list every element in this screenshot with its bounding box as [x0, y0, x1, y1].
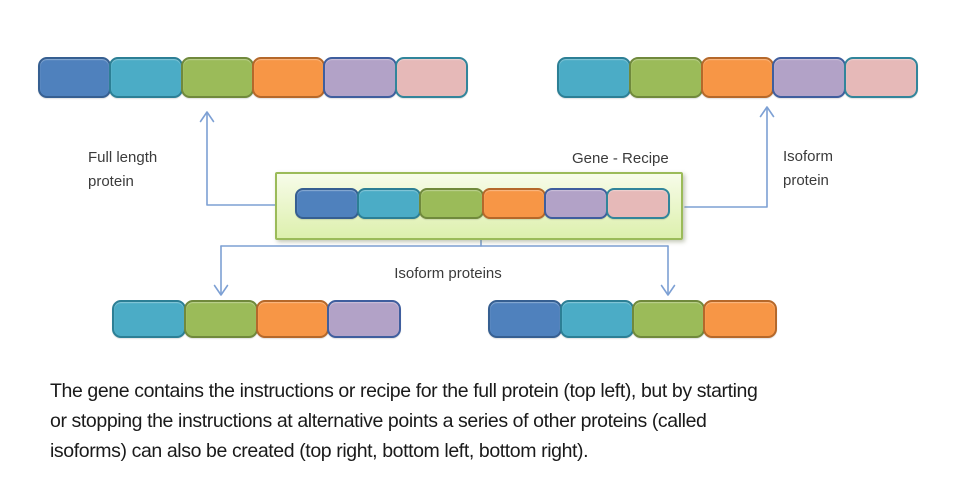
full-length-protein-label: Full length protein: [88, 146, 157, 194]
pink-segment-block: [844, 57, 918, 98]
green-segment-block: [183, 300, 258, 338]
isoform-bottom-right-row: [488, 300, 777, 338]
full-length-protein-label-line1: Full length: [88, 149, 158, 166]
connector-to-full-length: [206, 112, 276, 206]
orange-segment-block: [703, 300, 777, 338]
teal-segment-block: [557, 57, 631, 98]
isoform-bottom-left-row: [112, 300, 401, 338]
purple-segment-block: [323, 57, 397, 98]
orange-segment-block: [481, 188, 546, 219]
isoform-protein-label: Isoform protein: [783, 145, 833, 193]
isoform-protein-label-line2: protein: [783, 172, 829, 189]
green-segment-block: [631, 300, 706, 338]
arrowhead-up-right: [759, 106, 775, 118]
arrowhead-down-left: [213, 284, 229, 296]
full-length-protein-row: [38, 57, 468, 98]
teal-segment-block: [357, 188, 422, 219]
arrowhead-down-right: [660, 284, 676, 296]
gene-box: [275, 172, 683, 240]
green-segment-block: [628, 57, 703, 98]
green-segment-block: [180, 57, 254, 98]
gene-recipe-label: Gene - Recipe: [572, 150, 669, 167]
isoform-proteins-label: Isoform proteins: [394, 265, 502, 282]
pink-segment-block: [605, 188, 671, 219]
arrowhead-up-left: [199, 111, 215, 123]
full-length-protein-label-line2: protein: [88, 173, 134, 190]
caption-line-3: isoforms) can also be created (top right…: [50, 440, 589, 462]
green-segment-block: [419, 188, 484, 219]
purple-segment-block: [543, 188, 608, 219]
purple-segment-block: [327, 300, 401, 338]
blue-segment-block: [38, 57, 112, 98]
caption-line-1: The gene contains the instructions or re…: [50, 380, 758, 402]
teal-segment-block: [559, 300, 634, 338]
caption: The gene contains the instructions or re…: [50, 376, 922, 466]
isoform-protein-row: [557, 57, 918, 98]
purple-segment-block: [772, 57, 847, 98]
pink-segment-block: [394, 57, 468, 98]
blue-segment-block: [295, 188, 360, 219]
isoform-protein-label-line1: Isoform: [783, 148, 834, 165]
caption-line-2: or stopping the instructions at alternat…: [50, 410, 707, 432]
teal-segment-block: [109, 57, 183, 98]
orange-segment-block: [255, 300, 330, 338]
orange-segment-block: [700, 57, 775, 98]
teal-segment-block: [112, 300, 186, 338]
connector-to-isoform: [684, 107, 768, 208]
blue-segment-block: [488, 300, 562, 338]
orange-segment-block: [251, 57, 326, 98]
gene-row: [295, 188, 671, 219]
